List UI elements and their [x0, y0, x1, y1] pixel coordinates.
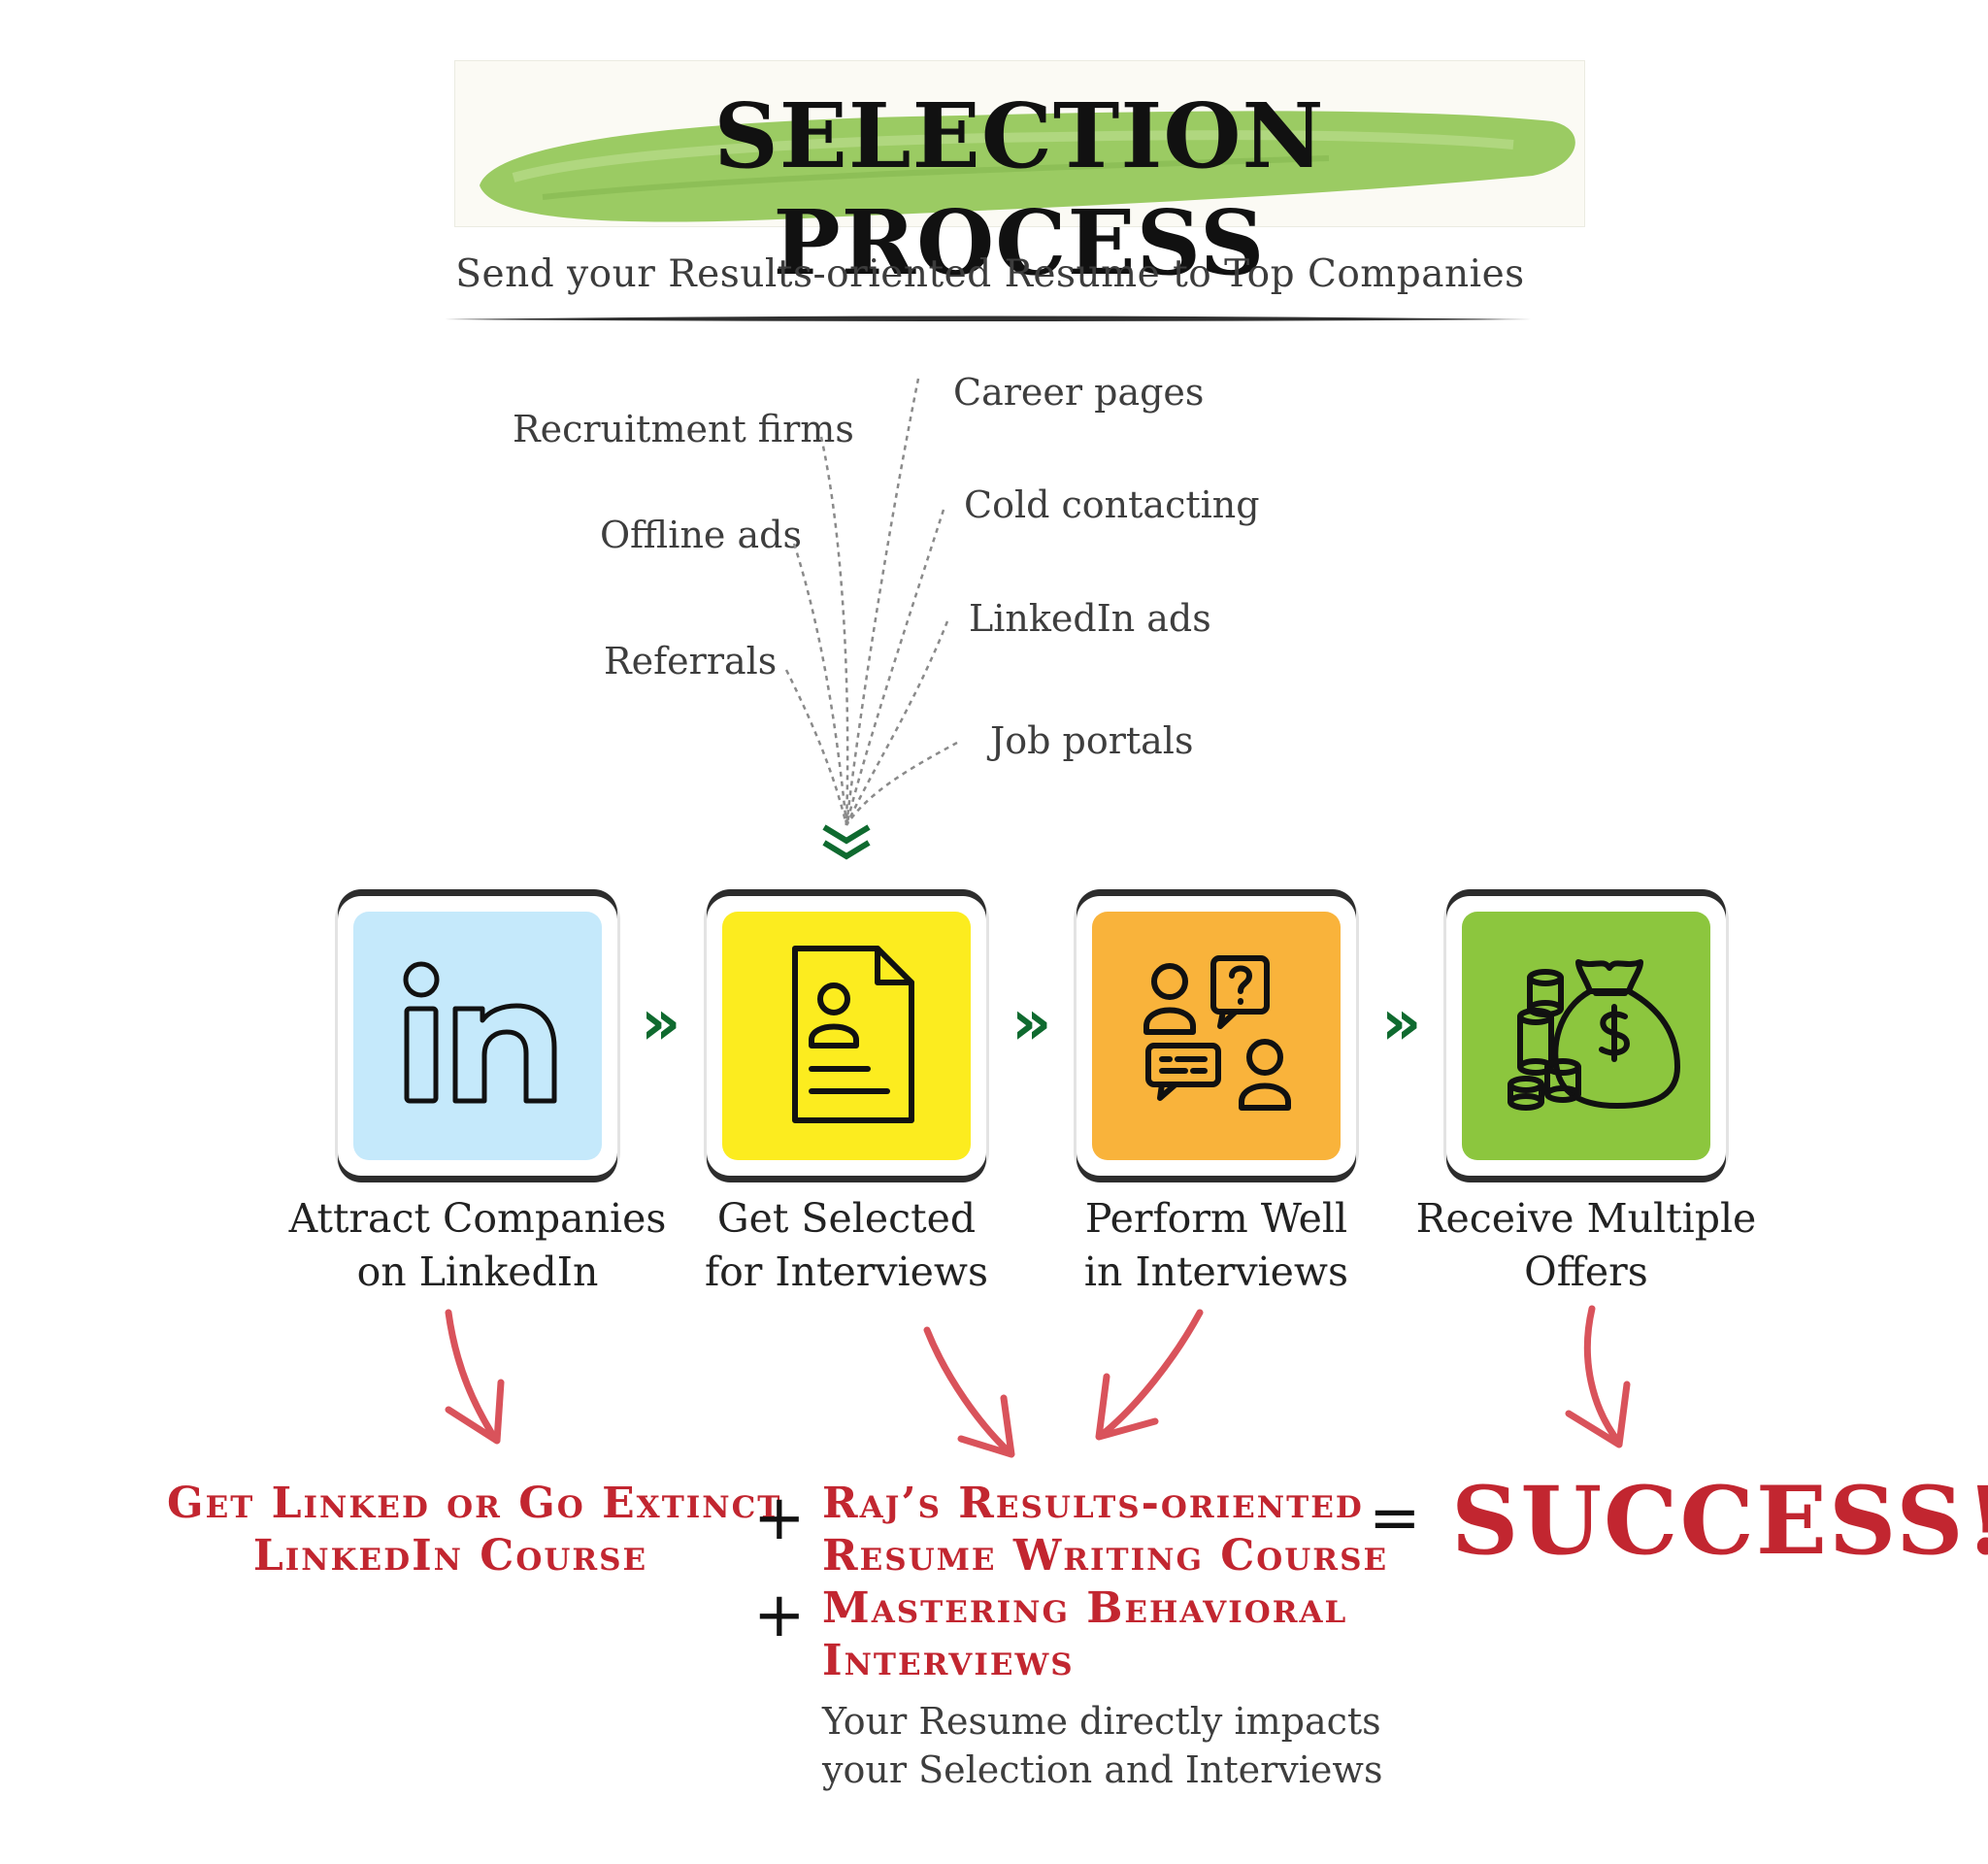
step-card-linkedin — [338, 896, 617, 1176]
linkedin-icon — [353, 912, 602, 1160]
plus-sign-1: + — [753, 1482, 806, 1554]
step-label-2: Get Selected for Interviews — [652, 1192, 1041, 1299]
money-bag-icon — [1462, 912, 1710, 1160]
linkedin-course-line1: Get Linked or Go Extinct — [167, 1479, 782, 1528]
step-card-offers — [1446, 896, 1726, 1176]
page-subtitle: Send your Results-oriented Resume to Top… — [455, 252, 1525, 296]
interview-course-line2: Interviews — [822, 1636, 1075, 1685]
interview-course-line1: Mastering Behavioral — [822, 1583, 1348, 1633]
channel-referrals: Referrals — [604, 640, 778, 682]
step-chevron-2: » — [1011, 987, 1052, 1059]
step-card-interview — [1077, 896, 1356, 1176]
linkedin-course: Get Linked or Go Extinct LinkedIn Course — [167, 1478, 782, 1582]
resume-course-line1: Raj’s Results-oriented — [822, 1479, 1364, 1528]
arrow-3 — [1098, 1309, 1204, 1439]
resume-icon — [722, 912, 971, 1160]
step-label-4-line2: Offers — [1524, 1248, 1648, 1295]
step-label-4-line1: Receive Multiple — [1415, 1195, 1757, 1242]
title-banner — [454, 60, 1585, 227]
arrow-2 — [923, 1326, 1013, 1456]
resume-course: Raj’s Results-oriented Resume Writing Co… — [822, 1478, 1388, 1582]
interview-icon — [1092, 912, 1341, 1160]
channel-offline-ads: Offline ads — [600, 514, 802, 556]
equals-sign: = — [1369, 1482, 1421, 1554]
step-label-1: Attract Companies on LinkedIn — [283, 1192, 672, 1299]
plus-sign-2: + — [753, 1580, 806, 1651]
step-label-4: Receive Multiple Offers — [1392, 1192, 1780, 1299]
resume-impact-note: Your Resume directly impacts your Select… — [822, 1697, 1382, 1794]
step-chevron-3: » — [1381, 987, 1422, 1059]
resume-impact-note-line2: your Selection and Interviews — [822, 1748, 1383, 1791]
subtitle-underline — [445, 316, 1532, 321]
channel-career-pages: Career pages — [953, 371, 1205, 414]
success-text: SUCCESS! — [1451, 1466, 1988, 1576]
step-label-3-line2: in Interviews — [1083, 1248, 1349, 1295]
channel-linkedin-ads: LinkedIn ads — [969, 597, 1211, 640]
page-title: SELECTION PROCESS — [713, 83, 1325, 295]
channel-recruitment-firms: Recruitment firms — [513, 408, 854, 450]
step-chevron-1: » — [641, 987, 681, 1059]
linkedin-course-line2: LinkedIn Course — [252, 1531, 648, 1581]
resume-impact-note-line1: Your Resume directly impacts — [822, 1700, 1381, 1743]
step-label-1-line2: on LinkedIn — [356, 1248, 599, 1295]
channel-cold-contacting: Cold contacting — [964, 483, 1260, 526]
step-label-1-line1: Attract Companies — [288, 1195, 667, 1242]
step-label-2-line2: for Interviews — [704, 1248, 989, 1295]
resume-course-line2: Resume Writing Course — [822, 1531, 1389, 1581]
interview-course: Mastering Behavioral Interviews — [822, 1582, 1347, 1687]
arrow-1 — [445, 1309, 499, 1443]
green-brush-stroke — [480, 111, 1575, 222]
step-label-2-line1: Get Selected — [716, 1195, 977, 1242]
chevron-down-icon — [822, 824, 871, 860]
step-label-3-line1: Perform Well — [1084, 1195, 1348, 1242]
arrow-4 — [1583, 1305, 1623, 1447]
channel-job-portals: Job portals — [990, 719, 1194, 762]
step-label-3: Perform Well in Interviews — [1022, 1192, 1410, 1299]
step-card-resume — [707, 896, 986, 1176]
